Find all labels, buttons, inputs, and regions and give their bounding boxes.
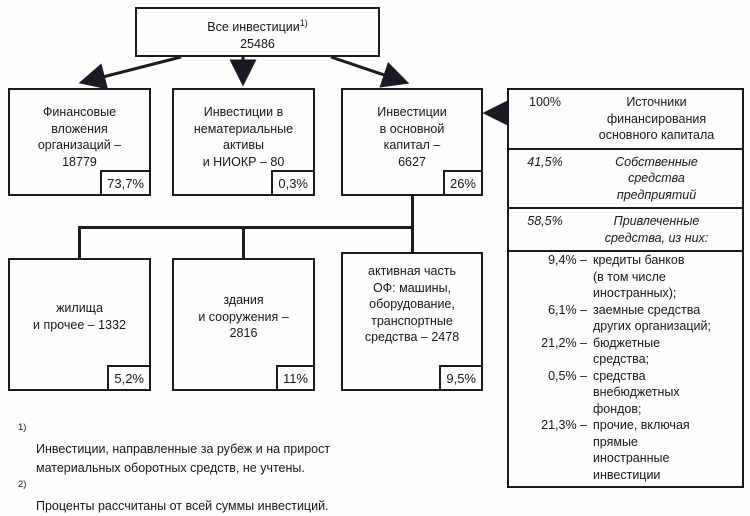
node-fixed-capital[interactable]: Инвестиции в основной капитал – 6627 26% xyxy=(341,88,483,196)
node-all-investments[interactable]: Все инвестиции1) 25486 xyxy=(135,7,380,57)
connector-level3-bus xyxy=(78,226,414,229)
footnote-1: 1) Инвестиции, направленные за рубеж и на… xyxy=(18,421,498,478)
node-financial-investments-label: Финансовые вложения организаций – 18779 xyxy=(37,105,122,169)
footnote-marker-1: 1) xyxy=(299,18,308,28)
panel-item-loans-other-orgs-percent: 6,1% – xyxy=(548,302,587,317)
funding-sources-panel: 100% Источники финансирования основного … xyxy=(507,88,744,488)
panel-item-loans-other-orgs-label: заемные средства других организаций; xyxy=(593,302,711,334)
panel-group-raised-funds-percent: 58,5% xyxy=(527,214,563,228)
connector-drop-housing xyxy=(78,226,81,259)
badge-percent-fixed-capital: 26% xyxy=(442,170,483,196)
panel-item-bank-credits-percent: 9,4% – xyxy=(548,253,587,267)
footnote-1-text: Инвестиции, направленные за рубеж и на п… xyxy=(36,442,331,475)
footnote-1-marker: 1) xyxy=(18,422,27,433)
node-intangible-assets[interactable]: Инвестиции в нематериальные активы и НИО… xyxy=(172,88,315,196)
badge-percent-intangible-assets: 0,3% xyxy=(271,170,315,196)
node-active-part[interactable]: активная часть ОФ: машины, оборудование,… xyxy=(341,252,483,391)
node-buildings-label: здания и сооружения – 2816 xyxy=(198,293,289,340)
node-housing-label: жилища и прочее – 1332 xyxy=(33,301,126,332)
badge-percent-active-part: 9,5% xyxy=(439,365,483,391)
node-all-investments-value: 25486 xyxy=(240,36,275,51)
node-active-part-label: активная часть ОФ: машины, оборудование,… xyxy=(364,264,460,344)
panel-item-other-funds-percent: 21,3% – xyxy=(541,418,587,432)
node-financial-investments[interactable]: Финансовые вложения организаций – 18779 … xyxy=(8,88,151,196)
node-fixed-capital-label: Инвестиции в основной капитал – 6627 xyxy=(377,105,447,169)
panel-header-row: 100% Источники финансирования основного … xyxy=(509,90,742,150)
footnote-2: 2) Проценты рассчитаны от всей суммы инве… xyxy=(18,478,498,516)
connector-drop-active-part xyxy=(411,226,414,253)
panel-item-bank-credits-label: кредиты банков (в том числе иностранных)… xyxy=(593,253,685,300)
node-housing[interactable]: жилища и прочее – 1332 5,2% xyxy=(8,258,151,391)
panel-item-extrabudget-funds-label: средства внебюджетных фондов; xyxy=(593,368,680,416)
panel-item-extrabudget-funds-percent: 0,5% – xyxy=(548,368,587,383)
panel-group-own-funds-percent: 41,5% xyxy=(527,154,563,169)
panel-item-budget-funds: 21,2% – бюджетные средства; xyxy=(509,335,742,368)
panel-item-loans-other-orgs: 6,1% – заемные средства других организац… xyxy=(509,302,742,335)
panel-group-own-funds-label: Собственные средства предприятий xyxy=(615,154,698,202)
diagram-canvas: Все инвестиции1)25486 Финансовые вложени… xyxy=(8,7,744,513)
connector-drop-buildings xyxy=(242,226,245,259)
panel-item-extrabudget-funds: 0,5% – средства внебюджетных фондов; xyxy=(509,368,742,418)
node-all-investments-title: Все инвестиции xyxy=(207,20,300,35)
panel-header-percent: 100% xyxy=(529,95,561,109)
badge-percent-financial-investments: 73,7% xyxy=(100,170,151,196)
node-intangible-assets-label: Инвестиции в нематериальные активы и НИО… xyxy=(193,105,294,169)
panel-header-title: Источники финансирования основного капит… xyxy=(598,95,715,142)
badge-percent-housing: 5,2% xyxy=(107,365,151,391)
node-all-investments-label: Все инвестиции1) 25486 xyxy=(139,15,376,52)
node-buildings[interactable]: здания и сооружения – 2816 11% xyxy=(172,258,315,391)
arrow-root-to-fixed-capital xyxy=(330,55,410,88)
panel-item-budget-funds-percent: 21,2% – xyxy=(541,335,587,350)
panel-group-raised-funds-label: Привлеченные средства, из них: xyxy=(604,214,709,245)
connector-lines xyxy=(78,55,510,127)
footnote-2-text: Проценты рассчитаны от всей суммы инвест… xyxy=(36,499,329,513)
footnote-2-marker: 2) xyxy=(18,479,27,490)
panel-item-budget-funds-label: бюджетные средства; xyxy=(593,335,661,367)
badge-percent-buildings: 11% xyxy=(275,365,315,391)
panel-group-raised-funds: 58,5% Привлеченные средства, из них: xyxy=(509,209,742,252)
panel-group-own-funds: 41,5% Собственные средства предприятий xyxy=(509,150,742,209)
panel-item-other-funds: 21,3% – прочие, включая прямые иностранн… xyxy=(509,417,742,483)
connector-capital-stem xyxy=(411,196,414,229)
panel-item-bank-credits: 9,4% – кредиты банков (в том числе иност… xyxy=(509,252,742,302)
panel-item-other-funds-label: прочие, включая прямые иностранные инвес… xyxy=(593,418,690,482)
arrow-root-to-financial xyxy=(78,55,182,90)
